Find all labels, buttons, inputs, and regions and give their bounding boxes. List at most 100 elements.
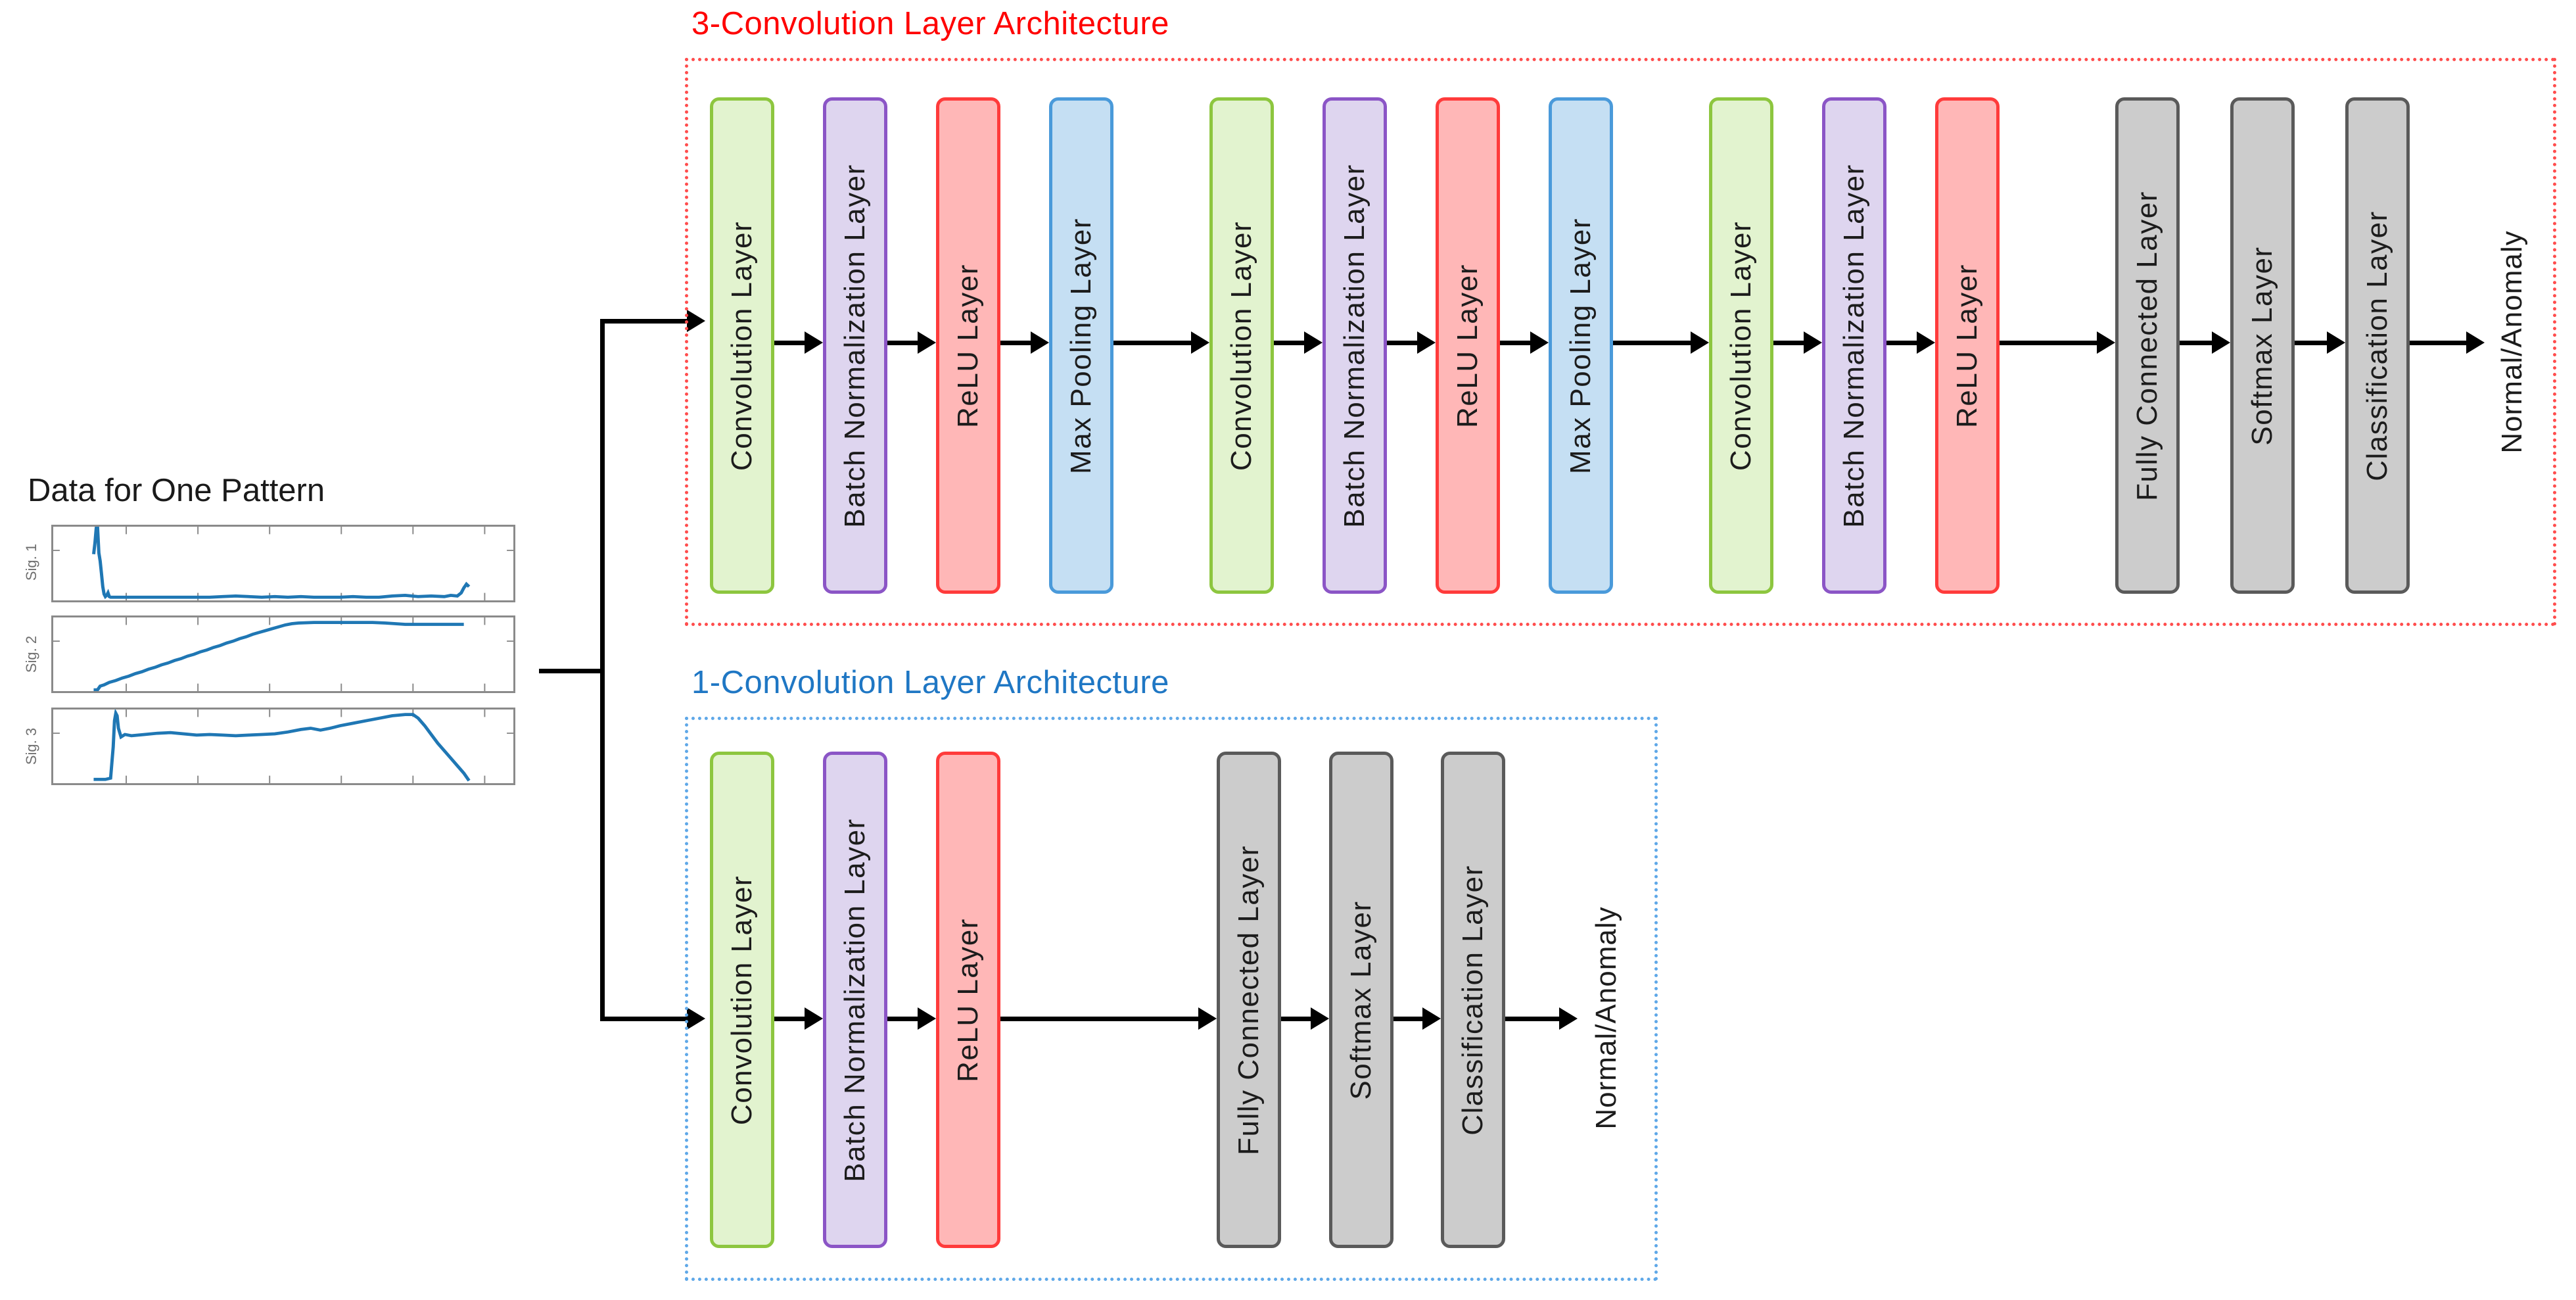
layer-fully-connected-top[interactable]: Fully Connected Layer [2115, 97, 2180, 594]
arrow-line [1281, 1017, 1311, 1021]
layer-label: Classification Layer [2361, 210, 2393, 481]
arrow-head [1804, 331, 1822, 354]
layer-fully-connected-bottom[interactable]: Fully Connected Layer [1217, 752, 1281, 1248]
architecture-title-3conv: 3-Convolution Layer Architecture [691, 6, 1169, 41]
arrow-head [1917, 331, 1935, 354]
layer-label: ReLU Layer [952, 263, 984, 428]
arrow-head [1191, 331, 1209, 354]
layer-conv-2[interactable]: Convolution Layer [1209, 97, 1274, 594]
arrow-head [1691, 331, 1709, 354]
architecture-box-1conv [685, 717, 1658, 1281]
arrow-line [887, 1017, 918, 1021]
arrow-head [1304, 331, 1323, 354]
layer-label: Fully Connected Layer [1232, 844, 1265, 1155]
signal-3-trace [53, 710, 513, 783]
arrow-line [1773, 341, 1804, 345]
layer-label: Softmax Layer [1345, 900, 1377, 1100]
arrow-head [1311, 1007, 1329, 1030]
arrow-head [918, 1007, 936, 1030]
layer-softmax-bottom[interactable]: Softmax Layer [1329, 752, 1393, 1248]
arrow-line [1000, 1017, 1198, 1021]
layer-label: Batch Normalization Layer [1838, 163, 1870, 528]
layer-classification-bottom[interactable]: Classification Layer [1441, 752, 1505, 1248]
signal-2-axis-label: Sig. 2 [23, 635, 39, 673]
signal-2-plot [51, 615, 515, 693]
layer-label: ReLU Layer [952, 917, 984, 1082]
output-label-3conv: Normal/Anomaly [2496, 230, 2528, 454]
layer-conv-bottom[interactable]: Convolution Layer [710, 752, 774, 1248]
arrow-line [1393, 1017, 1422, 1021]
layer-label: Max Pooling Layer [1564, 217, 1597, 474]
arrow-head [805, 1007, 823, 1030]
arrow-line [1113, 341, 1191, 345]
layer-maxpool-1[interactable]: Max Pooling Layer [1049, 97, 1113, 594]
layer-relu-1[interactable]: ReLU Layer [936, 97, 1000, 594]
signal-2-trace [53, 617, 513, 691]
signal-3-axis-label: Sig. 3 [23, 727, 39, 765]
branch-stem [539, 669, 601, 673]
branch-top-arrowhead [687, 310, 705, 332]
layer-label: Convolution Layer [726, 220, 758, 471]
arrow-head [1417, 331, 1436, 354]
layer-maxpool-2[interactable]: Max Pooling Layer [1549, 97, 1613, 594]
arrow-line [1886, 341, 1917, 345]
layer-label: ReLU Layer [1451, 263, 1484, 428]
arrow-line [2000, 341, 2097, 345]
layer-label: Convolution Layer [1725, 220, 1757, 471]
data-panel-title: Data for One Pattern [28, 473, 325, 508]
layer-relu-2[interactable]: ReLU Layer [1436, 97, 1500, 594]
layer-batchnorm-bottom[interactable]: Batch Normalization Layer [823, 752, 887, 1248]
layer-classification-top[interactable]: Classification Layer [2345, 97, 2410, 594]
arrow-head [918, 331, 936, 354]
layer-label: Fully Connected Layer [2131, 190, 2163, 501]
layer-label: Classification Layer [1457, 864, 1489, 1136]
layer-relu-bottom[interactable]: ReLU Layer [936, 752, 1000, 1248]
arrow-line [774, 1017, 805, 1021]
branch-top-horizontal [600, 319, 687, 324]
layer-label: ReLU Layer [1951, 263, 1983, 428]
arrow-line [2295, 341, 2327, 345]
arrow-head [2097, 331, 2115, 354]
arrow-line [1387, 341, 1417, 345]
layer-batchnorm-1[interactable]: Batch Normalization Layer [823, 97, 887, 594]
layer-label: Softmax Layer [2246, 245, 2278, 446]
layer-label: Batch Normalization Layer [839, 163, 871, 528]
layer-conv-3[interactable]: Convolution Layer [1709, 97, 1773, 594]
arrow-line [887, 341, 918, 345]
arrow-line [1274, 341, 1304, 345]
output-label-1conv: Normal/Anomaly [1590, 906, 1622, 1130]
layer-label: Convolution Layer [1225, 220, 1257, 471]
architecture-box-3conv [685, 58, 2556, 626]
signal-1-plot [51, 525, 515, 602]
arrow-line [2410, 341, 2466, 345]
arrow-line [1613, 341, 1691, 345]
branch-vertical [600, 319, 605, 1021]
layer-label: Max Pooling Layer [1065, 217, 1097, 474]
arrow-line [1505, 1017, 1559, 1021]
layer-softmax-top[interactable]: Softmax Layer [2230, 97, 2295, 594]
arrow-head [1559, 1007, 1578, 1030]
layer-conv-1[interactable]: Convolution Layer [710, 97, 774, 594]
layer-batchnorm-2[interactable]: Batch Normalization Layer [1323, 97, 1387, 594]
architecture-title-1conv: 1-Convolution Layer Architecture [691, 665, 1169, 700]
layer-label: Batch Normalization Layer [839, 817, 871, 1182]
arrow-line [774, 341, 805, 345]
arrow-line [1500, 341, 1530, 345]
signal-1-axis-label: Sig. 1 [23, 543, 39, 581]
signal-3-plot [51, 708, 515, 785]
layer-label: Batch Normalization Layer [1338, 163, 1370, 528]
arrow-line [1000, 341, 1031, 345]
branch-bottom-horizontal [600, 1017, 687, 1021]
arrow-head [2327, 331, 2345, 354]
signal-1-trace [53, 527, 513, 600]
arrow-head [1031, 331, 1049, 354]
arrow-head [2212, 331, 2230, 354]
layer-batchnorm-3[interactable]: Batch Normalization Layer [1822, 97, 1886, 594]
layer-relu-3[interactable]: ReLU Layer [1935, 97, 2000, 594]
arrow-line [2180, 341, 2212, 345]
branch-bottom-arrowhead [687, 1007, 705, 1030]
arrow-head [1198, 1007, 1217, 1030]
arrow-head [1422, 1007, 1441, 1030]
arrow-head [1530, 331, 1549, 354]
